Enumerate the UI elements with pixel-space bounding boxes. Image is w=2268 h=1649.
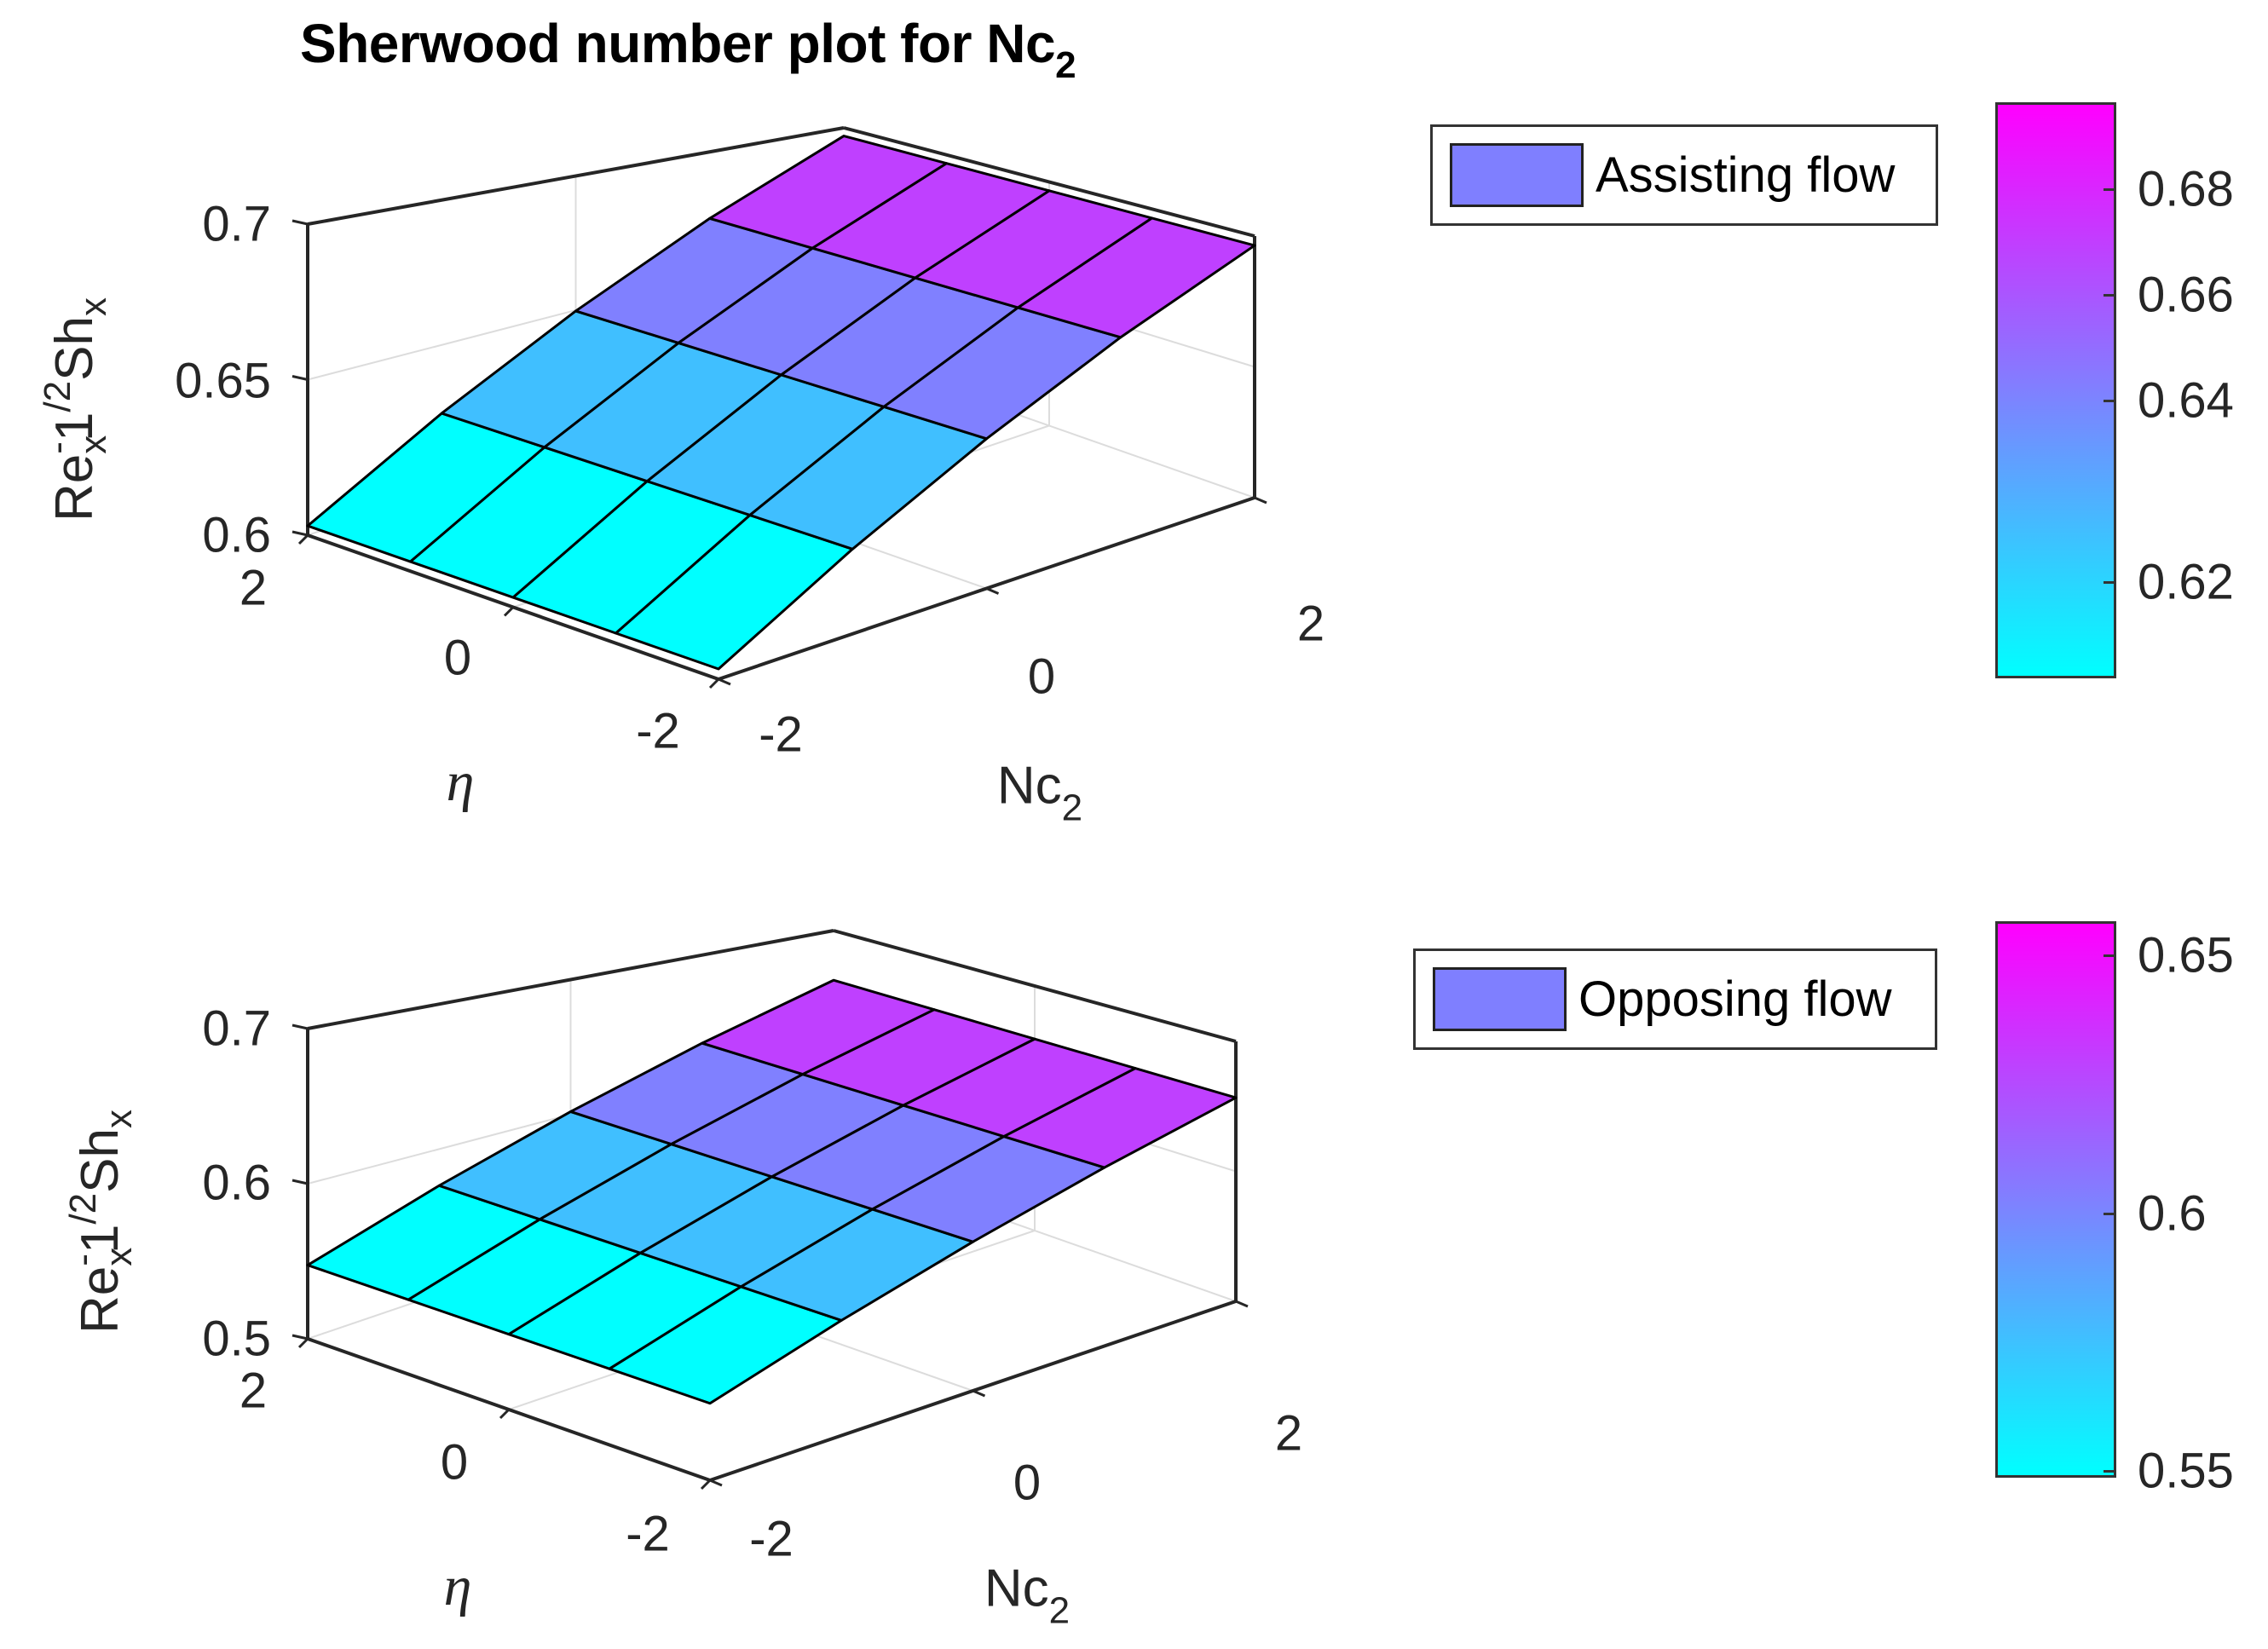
colorbar-tick-label: 0.66 bbox=[2138, 267, 2234, 323]
eta-tick-label: 0 bbox=[440, 1434, 469, 1490]
nc2-tick bbox=[718, 677, 731, 686]
colorbar-tick bbox=[2104, 581, 2114, 584]
eta-tick bbox=[499, 1408, 511, 1420]
box-edge bbox=[307, 929, 834, 1030]
box-edge bbox=[833, 929, 1237, 1043]
surface-cell bbox=[708, 135, 948, 250]
colorbar-tick-label: 0.55 bbox=[2138, 1443, 2234, 1499]
legend-assisting: Assisting flow bbox=[1430, 124, 1938, 226]
nc2-tick-label: -2 bbox=[759, 706, 803, 763]
colorbar-tick-label: 0.64 bbox=[2138, 372, 2234, 429]
figure-title: Sherwood number plot for Nc2 bbox=[300, 13, 1076, 86]
colorbar-tick bbox=[2104, 1213, 2114, 1215]
colorbar-tick-label: 0.62 bbox=[2138, 554, 2234, 610]
eta-tick bbox=[700, 1479, 712, 1490]
eta-tick bbox=[708, 677, 720, 689]
eta-tick-label: 2 bbox=[239, 1363, 268, 1419]
z-tick-label: 0.7 bbox=[202, 1000, 271, 1057]
nc2-tick-label: -2 bbox=[749, 1511, 794, 1567]
eta-tick bbox=[297, 533, 309, 545]
nc2-tick-label: 0 bbox=[1013, 1455, 1042, 1511]
legend-label: Assisting flow bbox=[1596, 147, 1896, 203]
nc2-tick bbox=[709, 1479, 723, 1487]
box-edge bbox=[843, 126, 1255, 238]
colorbar-opposing bbox=[1995, 921, 2116, 1478]
z-axis-label-bottom: Rex-1/2Shx bbox=[62, 1110, 140, 1334]
legend-swatch bbox=[1433, 967, 1567, 1031]
box-edge bbox=[307, 126, 845, 226]
z-tick bbox=[291, 1179, 309, 1185]
eta-tick-label: 0 bbox=[443, 630, 472, 686]
colorbar-tick-label: 0.68 bbox=[2138, 161, 2234, 217]
legend-swatch bbox=[1450, 143, 1584, 207]
eta-tick bbox=[503, 606, 515, 617]
z-tick bbox=[291, 375, 309, 381]
nc2-tick bbox=[972, 1389, 986, 1398]
colorbar-tick-label: 0.6 bbox=[2138, 1185, 2207, 1242]
nc2-tick-label: 2 bbox=[1296, 596, 1325, 652]
nc2-tick bbox=[1254, 496, 1267, 505]
colorbar-tick bbox=[2104, 400, 2114, 402]
eta-tick-label: 2 bbox=[239, 560, 268, 616]
eta-tick-label: -2 bbox=[626, 1506, 670, 1562]
nc2-tick-label: 2 bbox=[1274, 1405, 1303, 1462]
nc2-tick bbox=[985, 587, 1000, 595]
colorbar-tick bbox=[2104, 1470, 2114, 1473]
z-tick-label: 0.6 bbox=[202, 1155, 271, 1211]
colorbar-tick bbox=[2104, 954, 2114, 957]
nc2-tick bbox=[1235, 1300, 1249, 1308]
nc2-tick-label: 0 bbox=[1027, 649, 1056, 705]
z-tick-label: 0.65 bbox=[175, 353, 271, 409]
eta-tick bbox=[297, 1337, 309, 1349]
legend-label: Opposing flow bbox=[1578, 972, 1892, 1027]
z-tick bbox=[291, 1023, 309, 1030]
colorbar-assisting bbox=[1995, 102, 2116, 678]
colorbar-tick bbox=[2104, 294, 2114, 297]
z-tick bbox=[291, 530, 309, 537]
colorbar-tick-label: 0.65 bbox=[2138, 927, 2234, 983]
surface-cell bbox=[701, 978, 936, 1076]
z-tick bbox=[291, 1334, 309, 1341]
z-tick-label: 0.7 bbox=[202, 196, 271, 252]
nc2-axis-label: Nc2 bbox=[996, 756, 1083, 829]
eta-axis-label: η bbox=[443, 1555, 472, 1617]
z-tick-label: 0.6 bbox=[202, 507, 271, 563]
eta-axis-label: η bbox=[446, 751, 475, 813]
colorbar-tick bbox=[2104, 188, 2114, 191]
z-tick bbox=[291, 219, 309, 226]
nc2-axis-label: Nc2 bbox=[984, 1559, 1071, 1632]
eta-tick-label: -2 bbox=[636, 703, 680, 759]
legend-opposing: Opposing flow bbox=[1413, 948, 1937, 1050]
z-tick-label: 0.5 bbox=[202, 1311, 271, 1367]
